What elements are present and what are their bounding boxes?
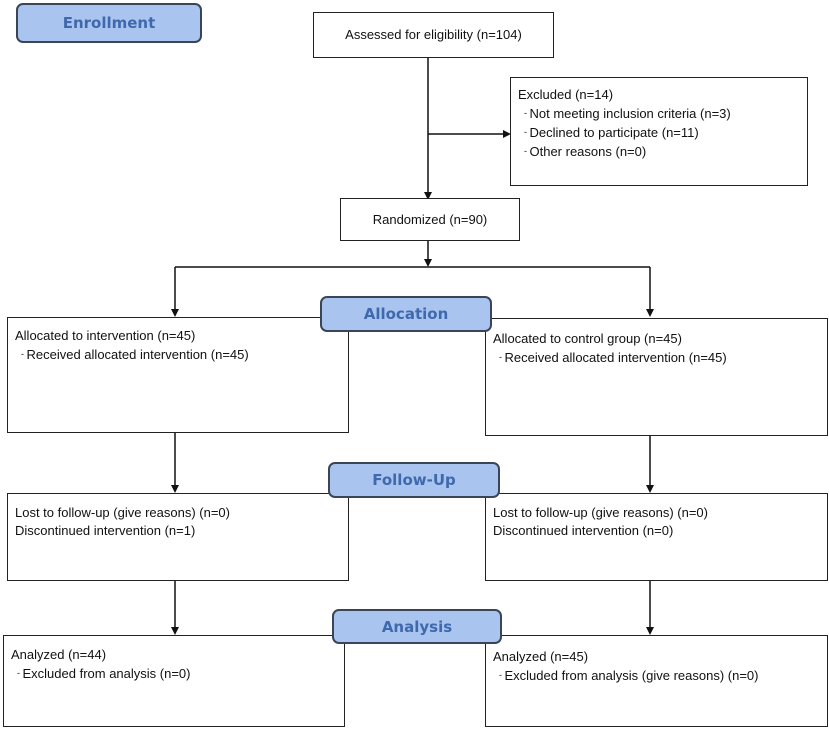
intervention-analysis-box: Analyzed (n=44) Excluded from analysis (… [3, 635, 345, 727]
intervention-received-text: Received allocated intervention (n=45) [15, 345, 341, 364]
intervention-lost-text: Lost to follow-up (give reasons) (n=0) [15, 505, 230, 520]
assessed-text: Assessed for eligibility (n=104) [345, 27, 522, 42]
excluded-item: Declined to participate (n=11) [518, 123, 800, 142]
control-allocation-box: Allocated to control group (n=45) Receiv… [485, 318, 828, 436]
intervention-allocated-text: Allocated to intervention (n=45) [15, 328, 196, 343]
excluded-title: Excluded (n=14) [518, 87, 614, 102]
intervention-followup-box: Lost to follow-up (give reasons) (n=0) D… [7, 493, 349, 581]
stage-label-enrollment: Enrollment [16, 3, 202, 43]
control-excluded-analysis-text: Excluded from analysis (give reasons) (n… [493, 666, 820, 685]
control-analyzed-text: Analyzed (n=45) [493, 649, 589, 664]
stage-label-follow-up: Follow-Up [328, 462, 500, 498]
intervention-analyzed-text: Analyzed (n=44) [11, 647, 107, 662]
control-lost-text: Lost to follow-up (give reasons) (n=0) [493, 505, 708, 520]
intervention-discontinued-text: Discontinued intervention (n=1) [15, 523, 196, 538]
intervention-allocation-box: Allocated to intervention (n=45) Receive… [7, 317, 349, 433]
assessed-box: Assessed for eligibility (n=104) [313, 12, 554, 58]
excluded-item: Other reasons (n=0) [518, 142, 800, 161]
excluded-box: Excluded (n=14) Not meeting inclusion cr… [510, 77, 808, 186]
stage-label-allocation: Allocation [320, 296, 492, 332]
control-discontinued-text: Discontinued intervention (n=0) [493, 523, 674, 538]
stage-label-analysis: Analysis [332, 609, 502, 644]
randomized-box: Randomized (n=90) [340, 198, 520, 241]
control-received-text: Received allocated intervention (n=45) [493, 348, 820, 367]
intervention-excluded-analysis-text: Excluded from analysis (n=0) [11, 664, 337, 683]
excluded-item: Not meeting inclusion criteria (n=3) [518, 104, 800, 123]
control-analysis-box: Analyzed (n=45) Excluded from analysis (… [485, 635, 828, 727]
control-allocated-text: Allocated to control group (n=45) [493, 331, 682, 346]
randomized-text: Randomized (n=90) [372, 211, 488, 227]
control-followup-box: Lost to follow-up (give reasons) (n=0) D… [485, 493, 828, 581]
